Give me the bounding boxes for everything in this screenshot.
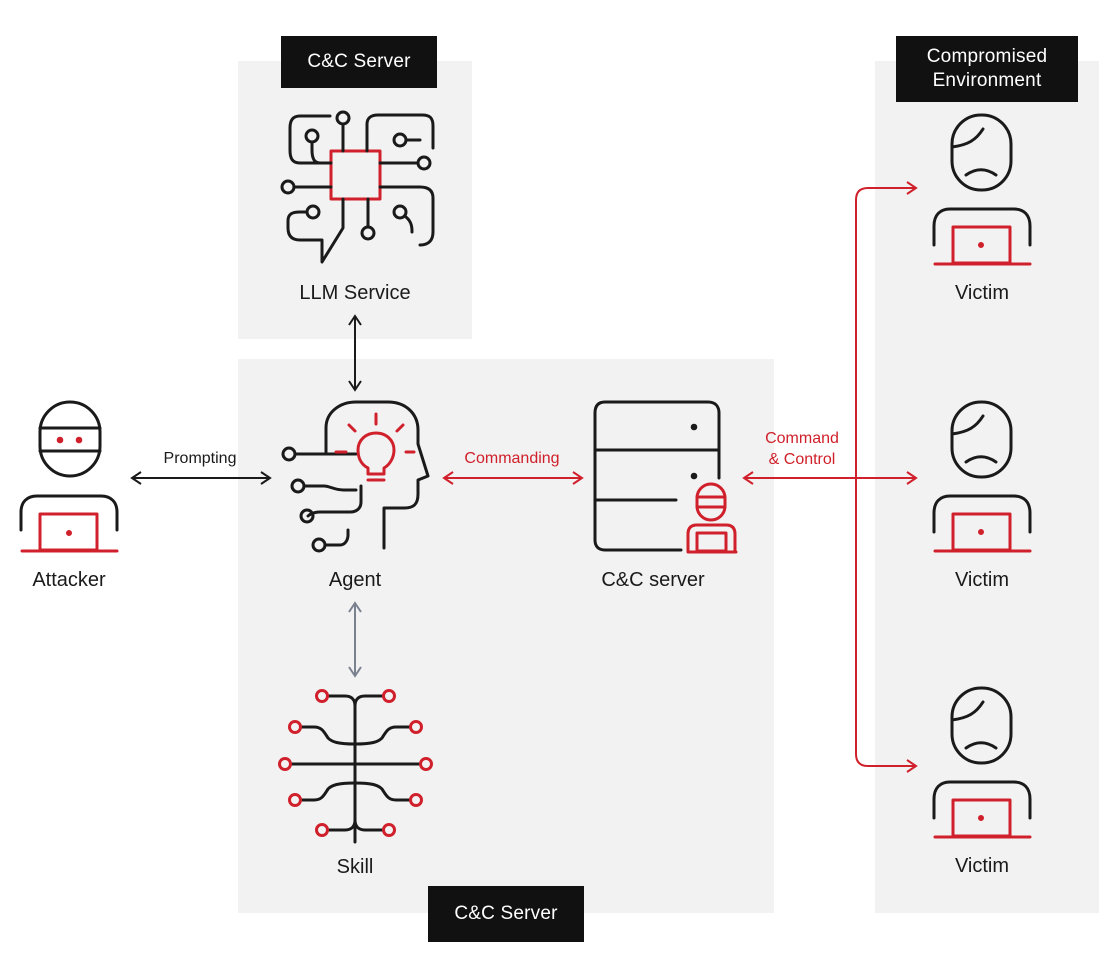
- llm-service-label: LLM Service: [299, 282, 411, 304]
- victim-icon-2: [932, 400, 1032, 553]
- llm-panel-tag: C&C Server: [281, 36, 437, 88]
- victim-label-1: Victim: [954, 282, 1010, 304]
- victim-label-2: Victim: [954, 569, 1010, 591]
- main-panel-tag: C&C Server: [428, 886, 584, 942]
- agent-head-icon: [281, 400, 430, 553]
- skill-tree-icon: [278, 689, 433, 844]
- command-control-label-line2: & Control: [768, 451, 836, 468]
- victim-icon-3: [932, 686, 1032, 839]
- skill-label: Skill: [336, 856, 374, 878]
- cc-server-label: C&C server: [601, 569, 705, 591]
- commanding-label: Commanding: [464, 450, 560, 467]
- command-control-branch-bottom: [855, 478, 918, 773]
- compromised-environment-tag: Compromised Environment: [896, 36, 1078, 102]
- prompting-label: Prompting: [163, 450, 237, 467]
- command-control-label: Command & Control: [765, 428, 839, 470]
- victim-label-3: Victim: [954, 855, 1010, 877]
- compromised-environment-tag-text: Compromised Environment: [926, 46, 1048, 91]
- server-rack-icon: [593, 400, 738, 554]
- llm-chip-icon: [280, 110, 435, 264]
- command-control-label-line1: Command: [765, 430, 839, 447]
- attacker-icon: [19, 400, 119, 553]
- attacker-label: Attacker: [32, 569, 106, 591]
- command-control-branch-top: [855, 181, 918, 478]
- agent-label: Agent: [328, 569, 382, 591]
- victim-icon-1: [932, 113, 1032, 266]
